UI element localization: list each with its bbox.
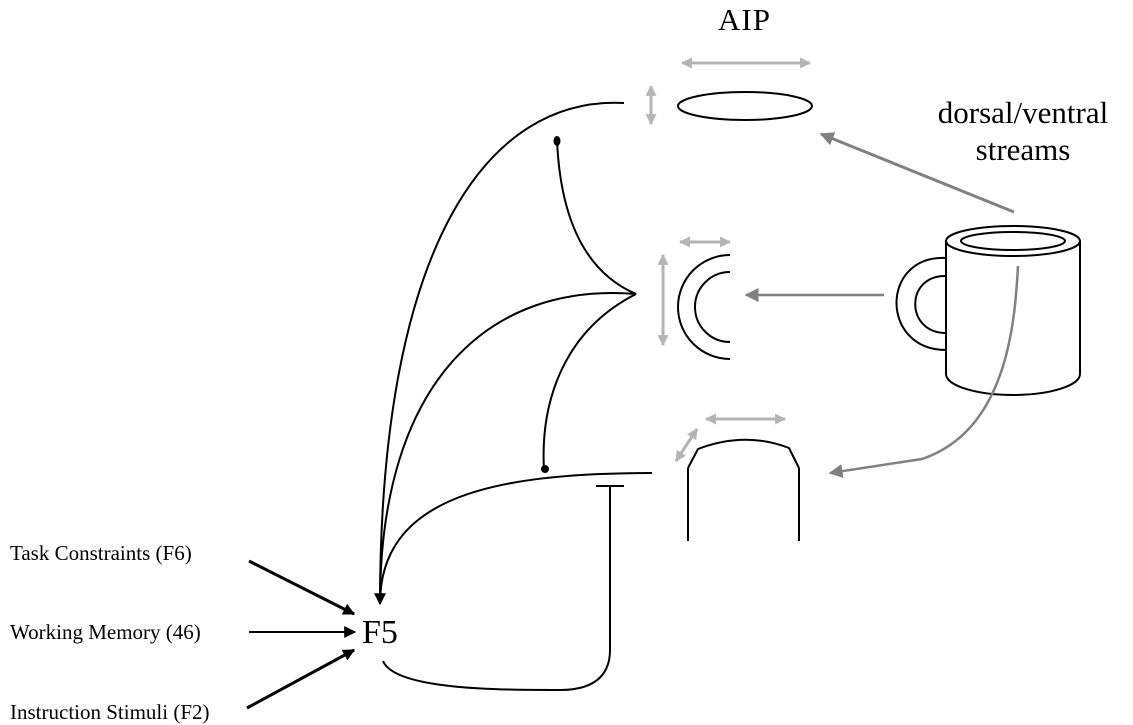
mug-icon xyxy=(895,225,1081,396)
f5-input-arrows xyxy=(246,559,357,710)
streams-label-line-1: dorsal/ventral xyxy=(937,95,1109,130)
instruction-stimuli-label: Instruction Stimuli (F2) xyxy=(10,700,210,724)
streams-label-line-2: streams xyxy=(975,132,1071,167)
task-constraints-label: Task Constraints (F6) xyxy=(10,541,192,565)
streams-label: dorsal/ventral streams xyxy=(918,94,1128,168)
stream-arrows xyxy=(744,132,1020,479)
working-memory-label: Working Memory (46) xyxy=(10,620,201,644)
aip-label: AIP xyxy=(718,2,771,37)
affordance-ellipse-unit xyxy=(645,57,813,126)
f5-feedback-inhibition xyxy=(382,485,624,692)
affordance-handle-unit xyxy=(657,236,732,360)
aip-to-f5-connections xyxy=(374,101,653,606)
f5-label: F5 xyxy=(362,614,398,651)
affordance-cylinder-unit xyxy=(674,413,800,541)
